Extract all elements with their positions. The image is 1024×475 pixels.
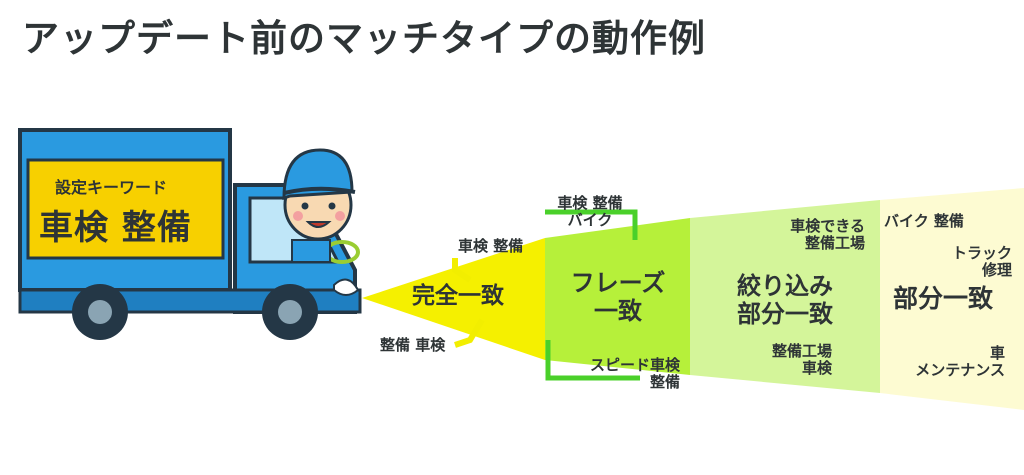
- driver-eye-left: [301, 202, 309, 210]
- driver-cheek-left: [293, 211, 303, 221]
- example-broad-1: バイク 整備: [884, 212, 964, 230]
- stage-broad-label: 部分一致: [893, 284, 994, 313]
- example-modified-bottom-line2: 車検: [801, 359, 832, 378]
- truck-headlight: [333, 278, 360, 296]
- stage-phrase-line1: フレーズ: [570, 269, 666, 297]
- example-broad-3: 車 メンテナンス: [880, 344, 1005, 380]
- truck-hub-front: [278, 300, 302, 324]
- example-modified-top-line1: 車検できる: [790, 217, 865, 235]
- beam-phrase: [545, 218, 690, 375]
- stage-modified-label: 絞り込み 部分一致: [720, 272, 850, 328]
- truck-sign-keyword: 車検 整備: [39, 208, 192, 248]
- example-broad-3-line1: 車: [989, 344, 1005, 362]
- example-broad-2-line2: 修理: [981, 261, 1012, 280]
- example-broad-2-line1: トラック: [951, 244, 1012, 262]
- driver-cap: [282, 148, 354, 201]
- example-phrase-top-line1: 車検 整備: [557, 194, 623, 212]
- connector-phrase-bottom: [545, 340, 640, 381]
- beam-exact: [362, 238, 545, 360]
- stage-phrase-label: フレーズ 一致: [558, 269, 678, 325]
- example-phrase-top: 車検 整備 バイク: [540, 194, 640, 230]
- stage-phrase-line2: 一致: [594, 296, 642, 325]
- example-modified-bottom: 整備工場 車検: [720, 342, 832, 378]
- example-modified-top-line2: 整備工場: [804, 234, 865, 253]
- connector-exact-bottom: [454, 318, 485, 348]
- stage-exact-label: 完全一致: [412, 283, 504, 309]
- example-broad-2: トラック 修理: [900, 244, 1012, 280]
- driver-body: [291, 239, 331, 263]
- driver-mouth: [305, 221, 332, 228]
- driver-cap-brim: [283, 186, 356, 195]
- truck-illustration: [18, 128, 362, 340]
- beam-modified: [690, 200, 880, 393]
- example-broad-3-line2: メンテナンス: [915, 361, 1005, 380]
- driver-cheek-right: [335, 211, 345, 221]
- truck-sign-board: [26, 158, 225, 260]
- example-modified-top: 車検できる 整備工場: [740, 217, 865, 253]
- connector-exact-top: [452, 258, 472, 283]
- example-phrase-bottom-line1: スピード車検: [589, 356, 680, 374]
- beam-broad: [880, 188, 1024, 410]
- example-phrase-bottom: スピード車検 整備: [555, 356, 680, 392]
- truck-hub-rear: [88, 300, 112, 324]
- example-modified-bottom-line1: 整備工場: [771, 342, 832, 360]
- page-title: アップデート前のマッチタイプの動作例: [22, 17, 706, 60]
- truck-sign-subtitle: 設定キーワード: [55, 178, 168, 197]
- stage-modified-line1: 絞り込み: [737, 272, 833, 300]
- stage-modified-line2: 部分一致: [737, 299, 833, 328]
- example-exact-bottom: 整備 車検: [380, 336, 446, 354]
- example-exact-top: 車検 整備: [458, 237, 524, 255]
- driver-eye-right: [328, 202, 336, 210]
- example-phrase-bottom-line2: 整備: [649, 373, 680, 392]
- connector-phrase-top: [545, 209, 638, 240]
- example-phrase-top-line2: バイク: [567, 211, 613, 230]
